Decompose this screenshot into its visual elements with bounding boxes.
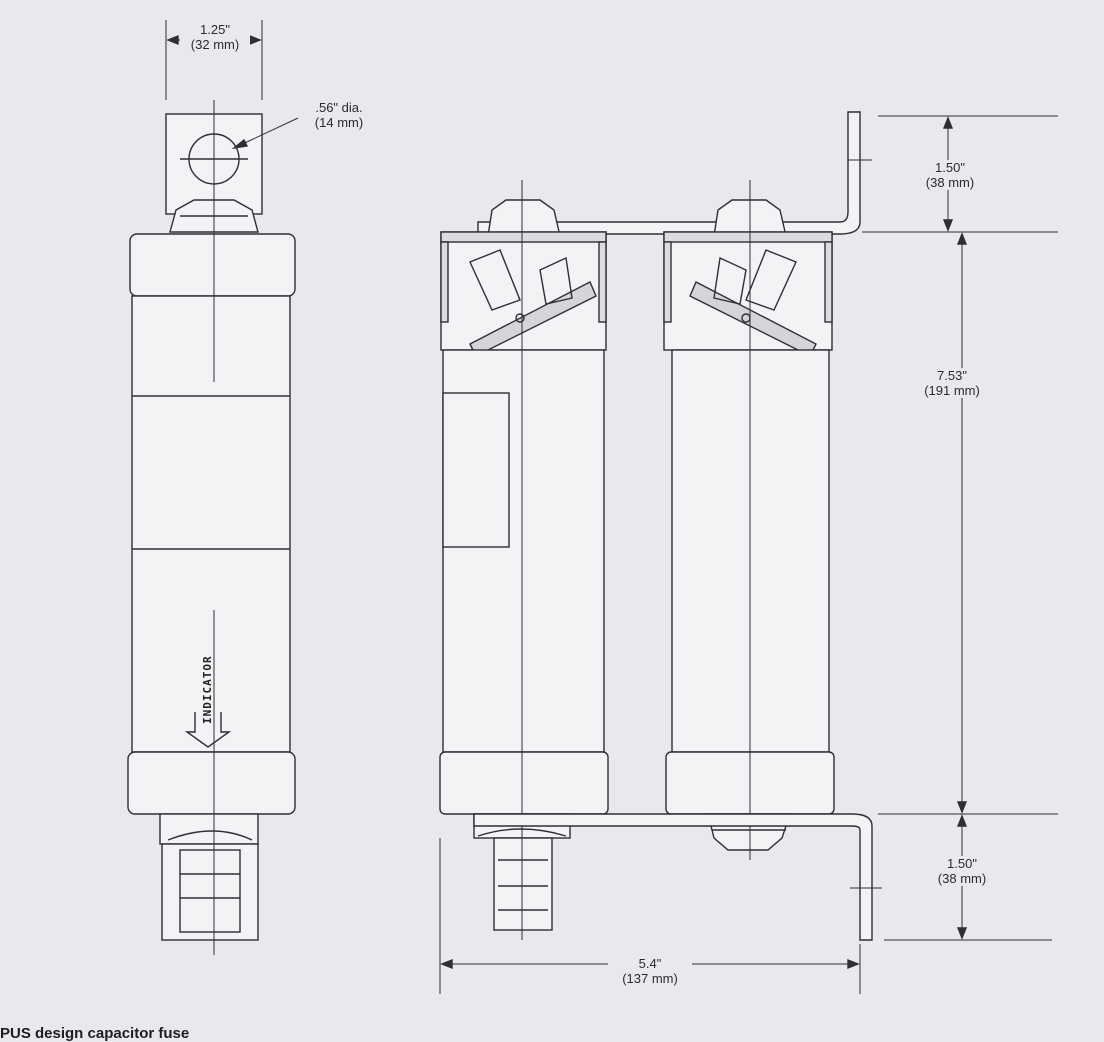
- indicator-arrow: [184, 712, 232, 748]
- dim-body-length-mm: (191 mm): [924, 383, 980, 398]
- dim-bottom-bracket-mm: (38 mm): [937, 871, 987, 886]
- front-view-assembly: [439, 111, 1058, 994]
- dim-bottom-bracket-in: 1.50": [947, 856, 977, 871]
- dim-overall-width-mm: (137 mm): [622, 971, 678, 986]
- dim-hole-dia-in: .56" dia.: [315, 100, 363, 115]
- bottom-stud: [161, 843, 259, 941]
- bottom-nut: [159, 813, 259, 845]
- left-fuse: [439, 180, 609, 940]
- side-view-fuse: [127, 20, 299, 955]
- indicator-label: INDICATOR: [201, 655, 214, 724]
- bottom-bracket: [473, 813, 873, 941]
- dim-top-bracket-in: 1.50": [935, 160, 965, 175]
- dim-overall-width-in: 5.4": [638, 956, 662, 971]
- dim-hole-dia: .56" dia. (14 mm): [296, 100, 382, 130]
- dim-body-length-in: 7.53": [937, 368, 967, 383]
- dim-width-top-in: 1.25": [200, 22, 230, 37]
- dim-body-length: 7.53" (191 mm): [910, 368, 994, 398]
- dim-bottom-bracket: 1.50" (38 mm): [922, 856, 1002, 886]
- dim-hole-dia-mm: (14 mm): [314, 115, 364, 130]
- dim-overall-width: 5.4" (137 mm): [608, 956, 692, 986]
- bottom-cap: [127, 751, 296, 815]
- top-cap: [129, 233, 296, 297]
- dim-top-bracket-mm: (38 mm): [925, 175, 975, 190]
- dim-width-top-mm: (32 mm): [190, 37, 240, 52]
- right-fuse: [663, 180, 835, 860]
- dim-top-bracket: 1.50" (38 mm): [910, 160, 990, 190]
- figure-caption: PUS design capacitor fuse: [0, 1025, 190, 1042]
- top-bracket: [477, 111, 861, 235]
- dim-width-top: 1.25" (32 mm): [180, 22, 250, 52]
- fuse-body: [131, 295, 291, 753]
